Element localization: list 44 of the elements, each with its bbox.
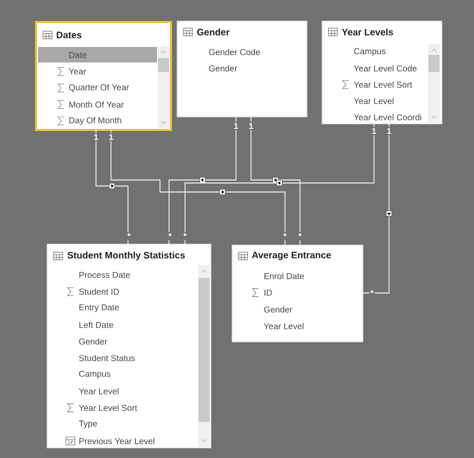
relationship-line	[96, 130, 128, 244]
field-name: Process Date	[79, 272, 130, 278]
field-name: Type	[78, 420, 97, 428]
selected-row: Date	[38, 47, 157, 62]
field-name: Student ID	[79, 288, 119, 295]
field-name: Enrol Date	[264, 272, 304, 280]
field-name: Campus	[354, 48, 386, 56]
field-name: Student Status	[79, 354, 135, 362]
field-name: Year Level	[78, 388, 118, 394]
field-name: Gender Code	[209, 48, 260, 56]
field-name: Year Level Sort	[354, 81, 412, 88]
field-name: Entry Date	[79, 304, 119, 312]
field-name: Year	[68, 68, 86, 74]
relationship-line	[110, 130, 286, 246]
cardinality-label: *	[297, 232, 303, 240]
field-name: Year Level	[264, 322, 304, 330]
table-title: Dates	[56, 32, 82, 38]
cardinality-label: *	[182, 232, 188, 240]
field-name: Year Level Sort	[78, 404, 138, 411]
field-name: Year Level Code	[354, 65, 417, 72]
relationship-line	[362, 124, 392, 294]
relationship-line	[184, 124, 374, 244]
field-name: Year Level	[354, 98, 394, 104]
cardinality-label: *	[369, 288, 375, 298]
table-title: Gender	[197, 28, 230, 36]
field-name: Left Date	[79, 322, 114, 328]
field-name: Gender	[209, 65, 238, 72]
relationship-line	[250, 116, 300, 246]
field-name: ID	[264, 290, 272, 296]
cardinality-label: *	[167, 232, 173, 240]
field-name: Quarter Of Year	[69, 84, 129, 92]
cardinality-label: *	[282, 232, 288, 240]
field-name: Previous Year Level	[79, 438, 154, 444]
field-name: Year Level Coordi	[354, 114, 422, 120]
cardinality-label: *	[126, 232, 132, 240]
table-title: Average Entrance	[252, 252, 331, 260]
table-title: Year Levels	[342, 28, 394, 36]
field-name: Month Of Year	[69, 101, 124, 108]
field-name: Day Of Month	[69, 117, 122, 126]
table-title: Student Monthly Statistics	[67, 252, 185, 260]
field-name: Gender	[79, 338, 108, 345]
field-name: Campus	[79, 370, 110, 378]
relationship-line	[168, 116, 236, 244]
field-name: Gender	[264, 306, 292, 313]
